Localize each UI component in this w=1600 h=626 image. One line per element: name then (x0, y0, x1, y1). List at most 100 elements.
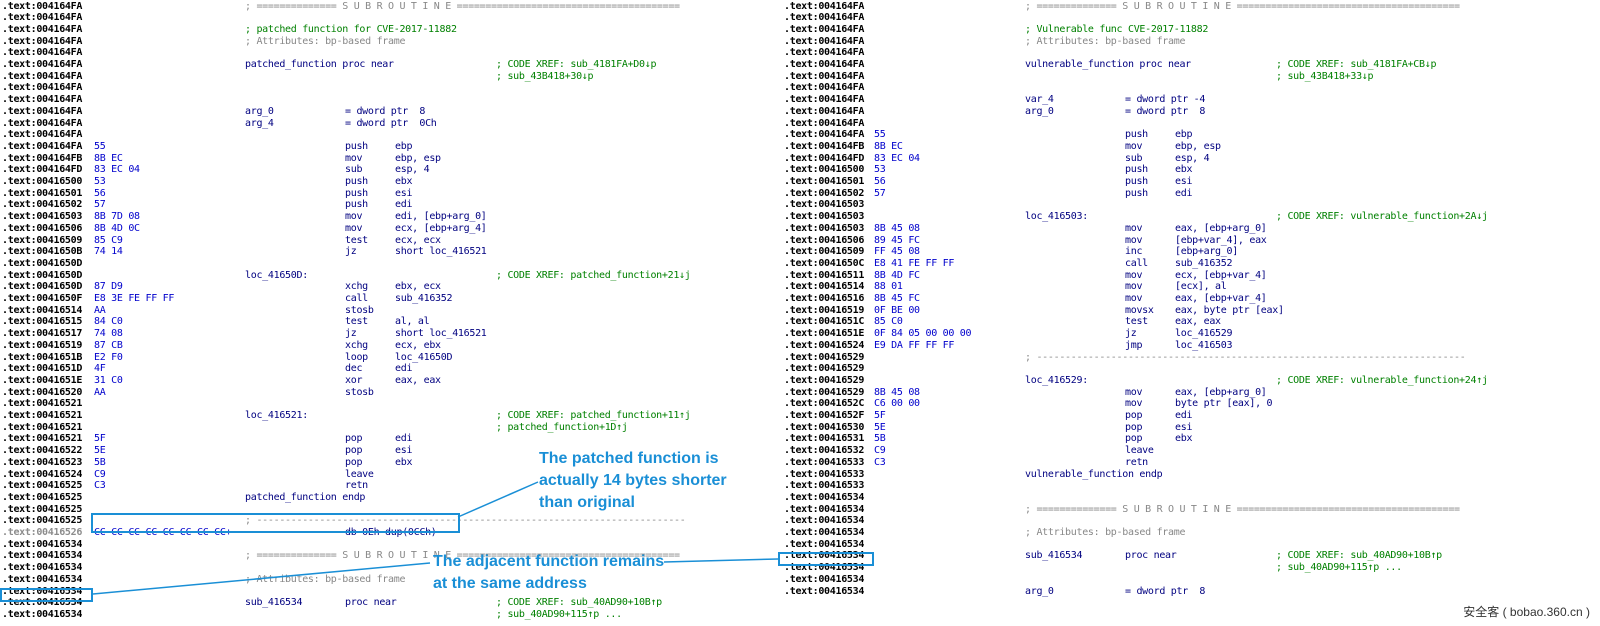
listing-line[interactable]: .text:00416534; ============== S U B R O… (0, 550, 780, 562)
listing-line[interactable]: .text:004164FA; Attributes: bp-based fra… (0, 36, 780, 48)
listing-line[interactable]: .text:004164FA (0, 12, 780, 24)
listing-line[interactable]: .text:00416534 (0, 562, 780, 574)
listing-line[interactable]: .text:00416534; sub_40AD90+115↑p ... (782, 562, 1600, 574)
listing-line[interactable]: .text:004164FA (782, 118, 1600, 130)
listing-line[interactable]: .text:004164FA (0, 47, 780, 59)
listing-line[interactable]: .text:004164FA (782, 12, 1600, 24)
listing-line[interactable]: .text:00416534 (782, 574, 1600, 586)
listing-line[interactable]: .text:00416534 (0, 539, 780, 551)
listing-line[interactable]: .text:00416529 (782, 363, 1600, 375)
listing-line[interactable]: .text:004164FA (782, 82, 1600, 94)
listing-line[interactable]: .text:00416503 (782, 199, 1600, 211)
listing-line[interactable]: .text:004164FA; ============== S U B R O… (0, 1, 780, 13)
listing-line[interactable]: .text:004164FA; Attributes: bp-based fra… (782, 36, 1600, 48)
listing-line[interactable]: .text:00416534; Attributes: bp-based fra… (782, 527, 1600, 539)
listing-line[interactable]: .text:00416525 (0, 504, 780, 516)
listing-line[interactable]: .text:004164FA; ============== S U B R O… (782, 1, 1600, 13)
listing-line[interactable]: .text:004164FA (782, 47, 1600, 59)
listing-line[interactable]: .text:00416525; ------------------------… (0, 515, 780, 527)
listing-line[interactable]: .text:00416529; ------------------------… (782, 352, 1600, 364)
listing-line[interactable]: .text:00416521 (0, 398, 780, 410)
listing-line[interactable]: .text:00416534 (782, 539, 1600, 551)
listing-line[interactable]: .text:00416533 (782, 480, 1600, 492)
listing-line[interactable]: .text:004164FA; Vulnerable func CVE-2017… (782, 24, 1600, 36)
listing-line[interactable]: .text:00416521; patched_function+1D↑j (0, 422, 780, 434)
listing-line[interactable]: .text:0041650D (0, 258, 780, 270)
listing-line[interactable]: .text:004164FA; sub_43B418+33↓p (782, 71, 1600, 83)
listing-line[interactable]: .text:004164FA (0, 82, 780, 94)
listing-line[interactable]: .text:004164FA (0, 129, 780, 141)
listing-line[interactable]: .text:004164FA; sub_43B418+30↓p (0, 71, 780, 83)
listing-line[interactable]: .text:00416534 (782, 492, 1600, 504)
listing-line[interactable]: .text:004164FA; patched function for CVE… (0, 24, 780, 36)
listing-line[interactable]: .text:00416534; sub_40AD90+115↑p ... (0, 609, 780, 621)
listing-line[interactable]: .text:00416534; ============== S U B R O… (782, 504, 1600, 516)
listing-line[interactable]: .text:004164FA (0, 94, 780, 106)
listing-line[interactable]: .text:00416534 (0, 586, 780, 598)
